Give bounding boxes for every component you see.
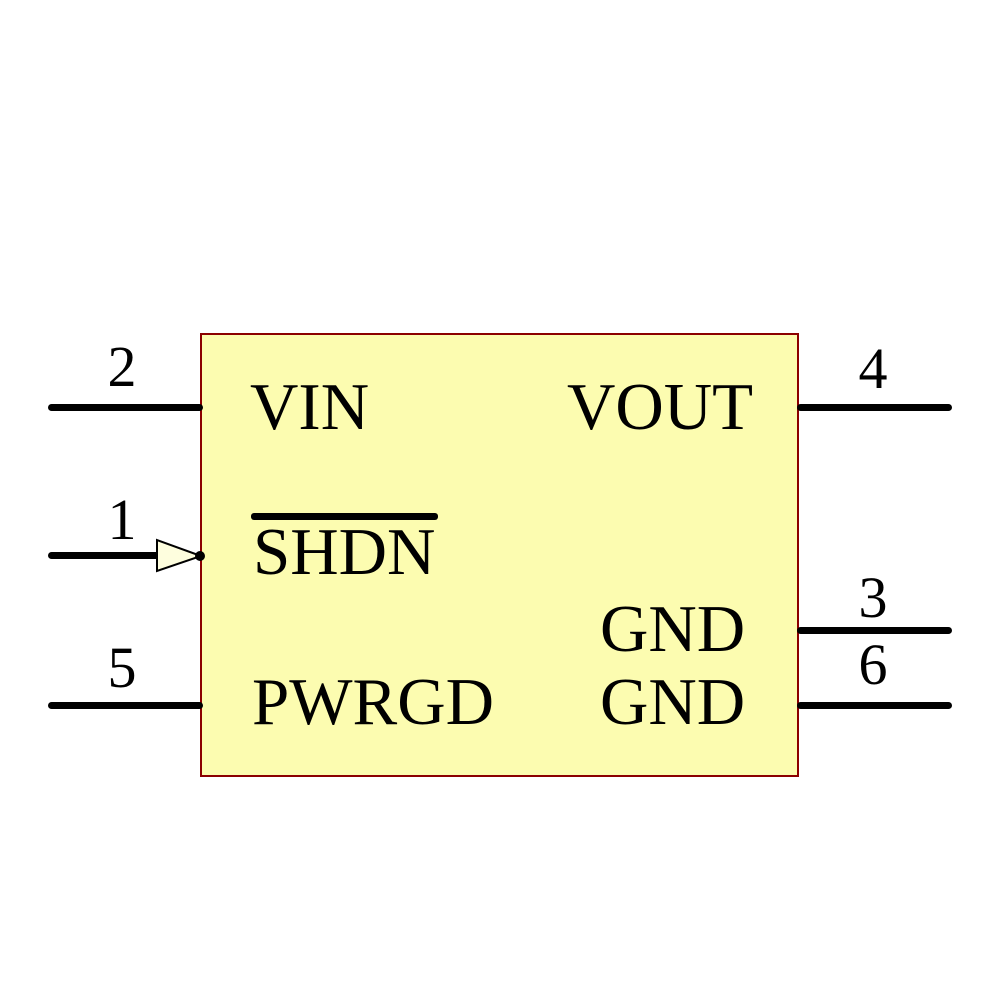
- pin-3-number: 3: [858, 565, 888, 630]
- pin-6-number: 6: [858, 632, 888, 697]
- pin-label-vout: VOUT: [567, 370, 754, 444]
- pin-1-number: 1: [107, 487, 137, 552]
- pin-4-line[interactable]: [797, 404, 952, 411]
- pin-label-shdn: SHDN: [253, 515, 436, 589]
- pin-label-gnd-2: GND: [600, 665, 746, 739]
- pin-2-number: 2: [107, 334, 137, 399]
- pin-6-line[interactable]: [797, 702, 952, 709]
- pin-label-pwrgd: PWRGD: [252, 665, 494, 739]
- pin-5-line[interactable]: [48, 702, 203, 709]
- ic-body[interactable]: [200, 333, 799, 777]
- pin-2-line[interactable]: [48, 404, 203, 411]
- pin-4-number: 4: [858, 336, 888, 401]
- shdn-overline: [251, 513, 438, 520]
- pin-label-vin: VIN: [250, 370, 370, 444]
- pin-label-gnd-1: GND: [600, 592, 746, 666]
- pin-1-line[interactable]: [48, 552, 162, 559]
- pin-3-line[interactable]: [797, 627, 952, 634]
- pin-5-number: 5: [107, 635, 137, 700]
